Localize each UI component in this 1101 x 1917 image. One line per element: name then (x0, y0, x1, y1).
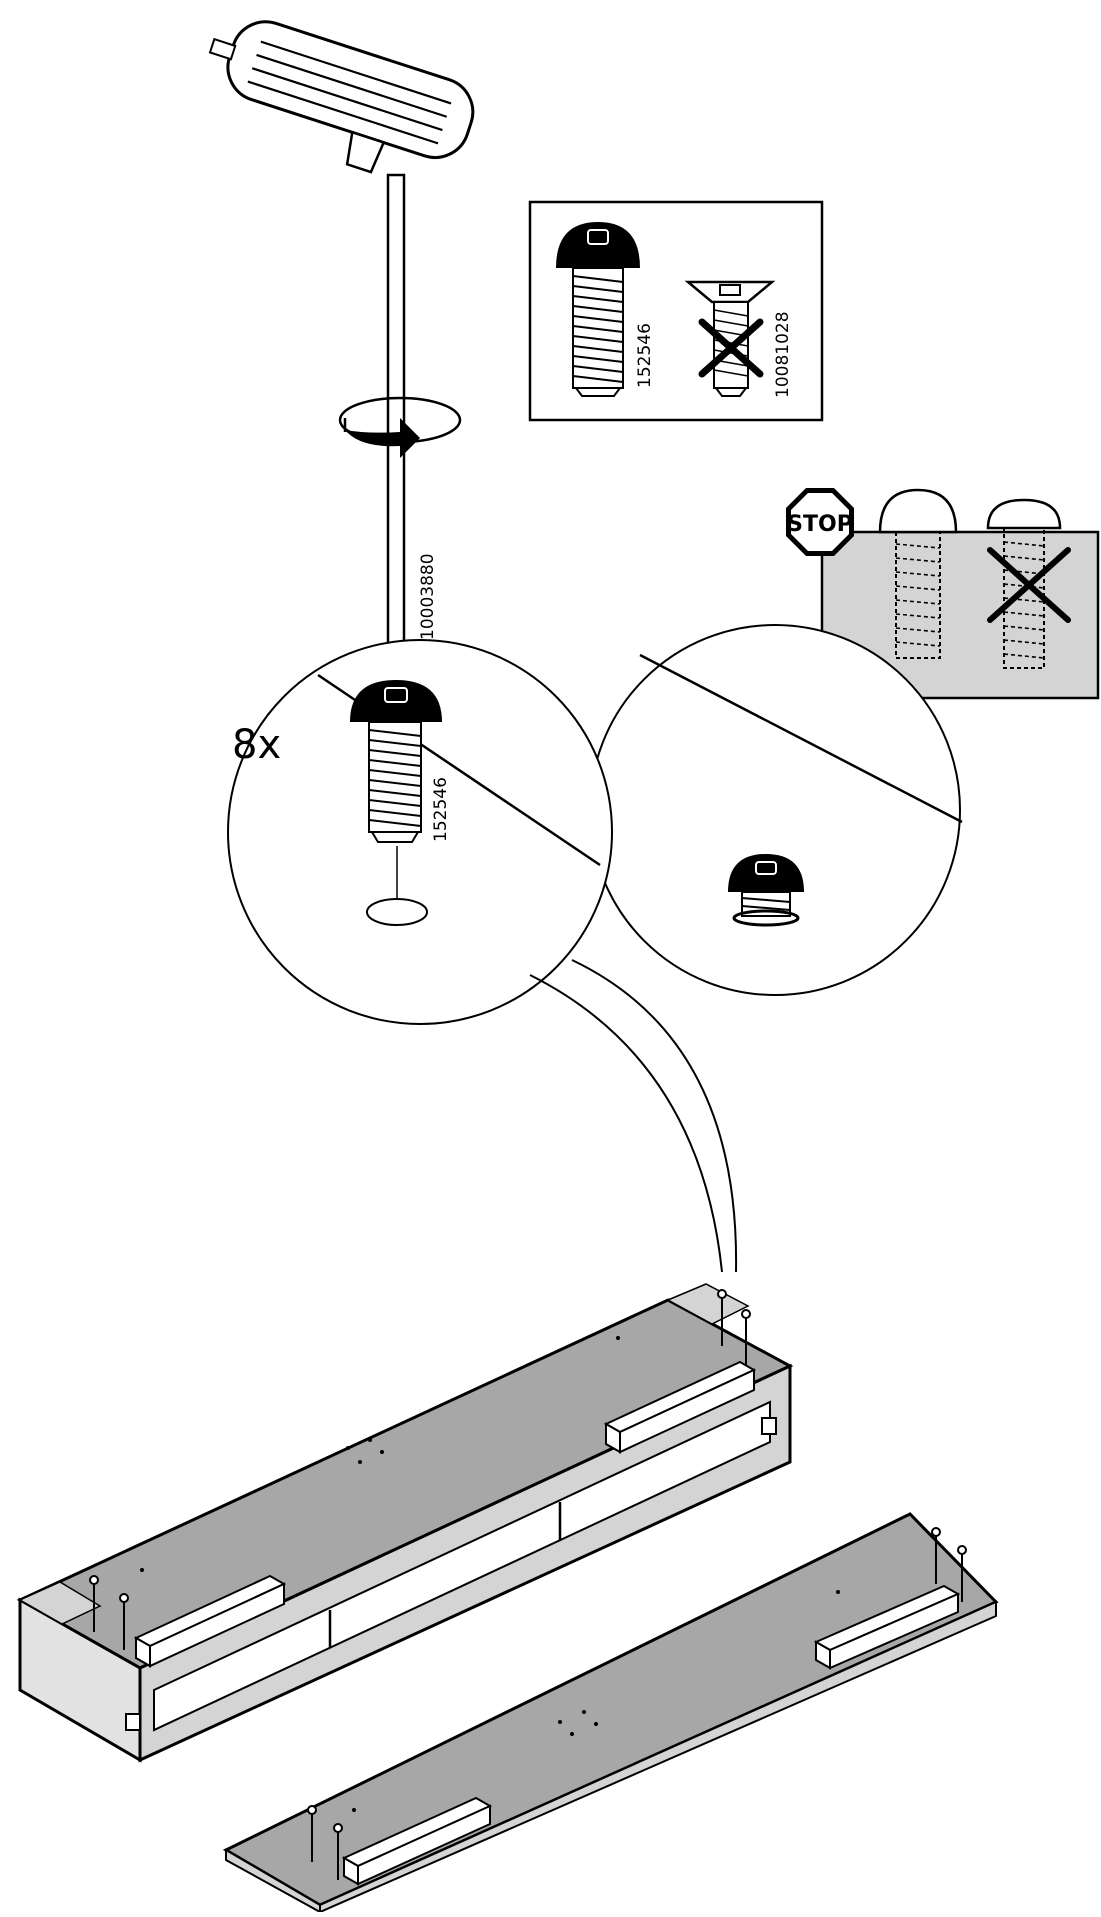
rotation-arrow-icon (338, 396, 462, 458)
quantity-label: 8x (232, 722, 281, 768)
callout-screw-part-number: 152546 (431, 777, 451, 842)
stop-sign-icon: STOP (786, 488, 854, 556)
screw-icon (350, 680, 442, 843)
screw-comparison-box: 152546 10081028 (528, 200, 824, 422)
screw-seated-wrong-icon (986, 498, 1071, 669)
allen-key-handle (208, 20, 475, 174)
wrong-screw-part-number: 10081028 (773, 311, 793, 398)
batten-right (603, 1360, 757, 1454)
installed-screw-icon (728, 854, 804, 927)
batten-left (133, 1574, 287, 1668)
cabinet-frame (16, 1283, 794, 1763)
cabinet-screws (89, 1289, 751, 1650)
bottom-panel-screws (307, 1527, 967, 1880)
screw-detail-circle: 152546 (227, 639, 613, 1025)
stop-sign-label: STOP (787, 512, 853, 537)
correct-screw-icon (556, 222, 640, 397)
bottom-panel (222, 1512, 999, 1914)
bottom-panel-holes (352, 1590, 840, 1812)
panel-batten-left (341, 1796, 493, 1886)
allen-key-part-number: 10003880 (418, 553, 438, 640)
screw-seated-correct-icon (878, 488, 958, 659)
callout-pointer (529, 959, 738, 1273)
panel-holes (140, 1336, 620, 1572)
correct-screw-part-number: 152546 (635, 323, 655, 388)
result-detail-circle (589, 624, 963, 996)
allen-key: 10003880 (208, 20, 475, 674)
cross-out-icon (698, 318, 764, 378)
panel-batten-right (813, 1584, 961, 1670)
